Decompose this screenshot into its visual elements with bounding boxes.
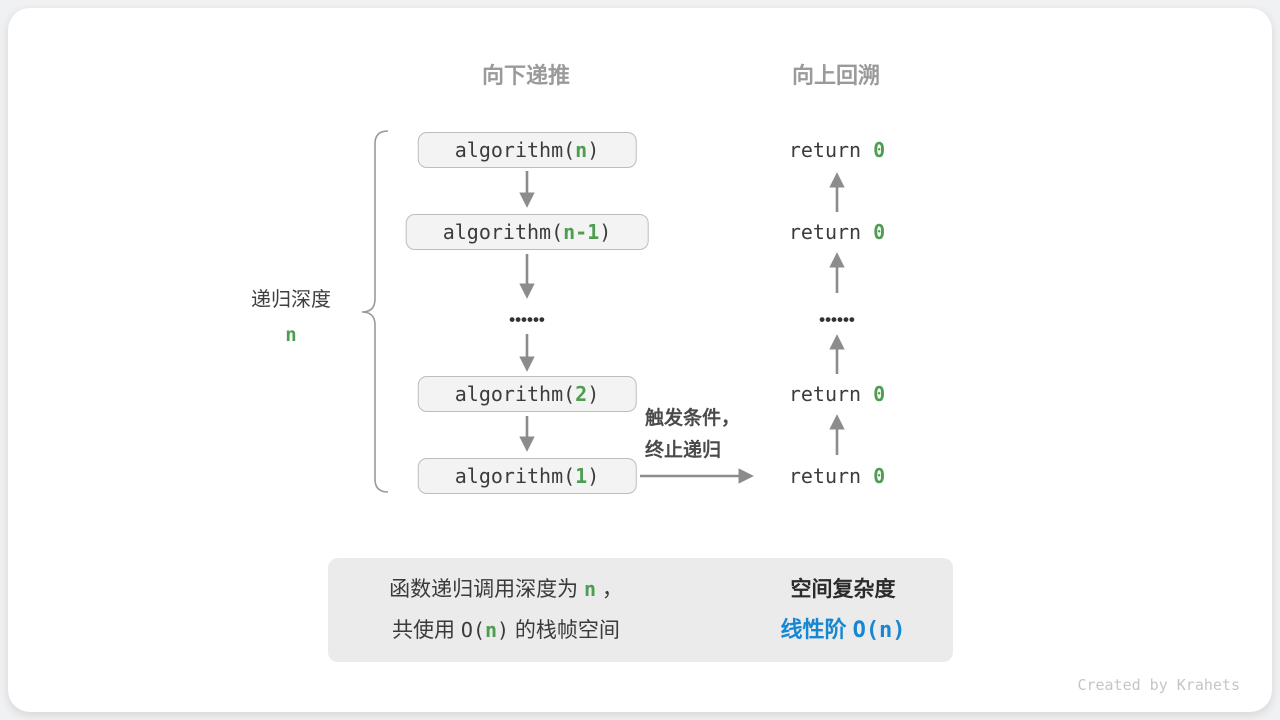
return-value: 0: [873, 382, 886, 406]
call-code: algorithm(n): [455, 138, 600, 162]
ellipsis-right: ••••••: [819, 310, 855, 329]
base-case-note-line2: 终止递归: [645, 440, 722, 461]
code-arg: n: [575, 138, 588, 162]
code-prefix: algorithm(: [454, 464, 576, 488]
summary-line-2: 共使用 O(n) 的栈帧空间: [392, 610, 620, 651]
complexity-order: 线性阶: [780, 616, 853, 642]
text-segment: 的栈帧空间: [509, 619, 620, 642]
call-code: algorithm(2): [455, 382, 600, 406]
return-statement-1: return 0: [789, 137, 885, 163]
code-arg: 2: [575, 382, 588, 406]
base-case-note-line1: 触发条件，: [645, 408, 741, 429]
depth-label-value: n: [285, 324, 297, 346]
return-statement-4: return 0: [789, 463, 885, 489]
code-arg: n-1: [563, 220, 600, 244]
return-keyword: return: [788, 138, 874, 162]
return-value: 0: [873, 138, 886, 162]
var-n: n: [484, 618, 498, 642]
call-box-2: algorithm(2): [417, 376, 637, 412]
call-code: algorithm(n-1): [443, 220, 612, 244]
text-segment: 函数递归调用深度为: [389, 578, 584, 601]
complexity-big-o: O(n): [852, 617, 906, 643]
summary-statement: 函数递归调用深度为 n ， 共使用 O(n) 的栈帧空间: [389, 558, 623, 662]
header-backtrack-upward: 向上回溯: [791, 63, 881, 88]
depth-label: 递归深度 n: [251, 283, 331, 346]
var-n: n: [583, 577, 597, 601]
text-segment: ，: [596, 578, 623, 601]
complexity-result: 空间复杂度 线性阶 O(n): [780, 558, 905, 662]
big-o-open: O(: [460, 618, 485, 642]
complexity-title: 空间复杂度: [790, 577, 896, 601]
ellipsis-left: ••••••: [509, 310, 545, 329]
call-box-1: algorithm(1): [417, 458, 637, 494]
return-statement-3: return 0: [789, 381, 885, 407]
call-box-n-1: algorithm(n-1): [405, 214, 649, 250]
code-prefix: algorithm(: [442, 220, 564, 244]
code-suffix: ): [587, 464, 600, 488]
call-code: algorithm(1): [455, 464, 600, 488]
code-suffix: ): [587, 138, 600, 162]
code-arg: 1: [575, 464, 588, 488]
summary-line-1: 函数递归调用深度为 n ，: [389, 569, 623, 610]
header-recurse-downward: 向下递推: [481, 63, 571, 88]
depth-label-text: 递归深度: [251, 289, 331, 311]
return-keyword: return: [788, 464, 874, 488]
text-segment: 共使用: [392, 619, 461, 642]
return-value: 0: [873, 220, 886, 244]
credit-text: Created by Krahets: [1077, 676, 1240, 694]
return-keyword: return: [788, 382, 874, 406]
summary-panel: 函数递归调用深度为 n ， 共使用 O(n) 的栈帧空间 空间复杂度 线性阶 O…: [328, 558, 953, 662]
return-statement-2: return 0: [789, 219, 885, 245]
return-keyword: return: [788, 220, 874, 244]
code-suffix: ): [587, 382, 600, 406]
return-value: 0: [873, 464, 886, 488]
code-suffix: ): [599, 220, 612, 244]
call-box-n: algorithm(n): [417, 132, 637, 168]
big-o-close: ): [497, 618, 510, 642]
code-prefix: algorithm(: [454, 138, 576, 162]
base-case-note: 触发条件， 终止递归: [645, 403, 740, 467]
complexity-value: 线性阶 O(n): [780, 610, 905, 651]
code-prefix: algorithm(: [454, 382, 576, 406]
